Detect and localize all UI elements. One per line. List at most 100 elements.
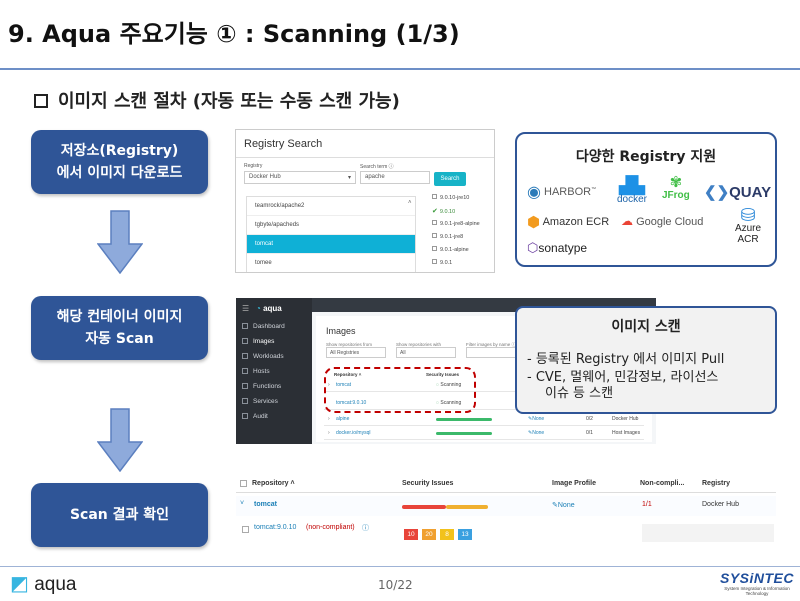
nav-workloads[interactable]: Workloads [242,353,284,360]
profile-text: None [532,430,545,436]
table-row[interactable]: tomcat:9.0.10 ◌ Scanning [324,396,644,410]
row-count: 0/2 [586,416,593,422]
profile-link[interactable]: ✎None [528,430,544,436]
logo-text: Azure ACR [734,223,762,245]
callout-line: - CVE, 멀웨어, 민감정보, 라이선스 [527,370,719,385]
nav-label: Services [253,398,278,405]
search-input[interactable]: apache [360,171,430,184]
nav-images[interactable]: Images [242,338,274,345]
whale-icon: ▟▙ [618,176,646,195]
tag-option[interactable]: 9.0.1-jre8 [432,231,480,244]
table-row[interactable]: › tomcat ◌ Scanning [324,378,644,392]
profile-text: None [532,416,545,422]
tag-label: 9.0.1-alpine [440,247,469,253]
callout-line: - 등록된 Registry 에서 이미지 Pull [527,352,725,367]
services-icon [242,398,248,404]
table-row[interactable]: › docker.io/mysql ✎None 0/1 Host Images [324,426,644,440]
medium-bar [446,505,488,509]
quay-icon: ❮❯ [704,184,730,201]
list-item[interactable]: tomcat [247,235,415,254]
subtitle-text: 이미지 스캔 절차 (자동 또는 수동 스캔 가능) [58,91,400,112]
hosts-icon [242,368,248,374]
security-bar [436,432,492,435]
step-download: 저장소(Registry) 에서 이미지 다운로드 [31,130,208,194]
nav-audit[interactable]: Audit [242,413,268,420]
page-title: Images [326,326,356,336]
audit-icon [242,413,248,419]
step-scan-line1: 해당 컨테이너 이미지 [56,309,183,325]
step-auto-scan: 해당 컨테이너 이미지 자동 Scan [31,296,208,360]
tag-option[interactable]: 9.0.1-jre8-alpine [432,218,480,231]
nav-label: Images [253,338,275,345]
profile-link[interactable]: ✎None [552,501,575,509]
column-header: Image Profile [552,480,596,487]
medium-badge: 8 [440,529,454,540]
console-brand: ◔ aqua [256,304,282,313]
row-checkbox[interactable] [242,526,249,533]
registry-support-title: 다양한 Registry 지원 [575,149,717,165]
filter-label: Filter images by name ⓘ [466,342,517,347]
list-item[interactable]: teamrock/apache2 [247,197,415,216]
brand-text: aqua [263,304,282,313]
azure-acr-logo: ⛁Azure ACR [731,205,765,245]
footer-divider [0,566,800,567]
registry-select[interactable]: Docker Hub▾ [244,171,356,184]
status-text: Scanning [440,382,462,388]
menu-icon[interactable]: ☰ [242,304,250,313]
scan-result-table: Repository ˄ Security Issues Image Profi… [236,474,784,546]
image-tag[interactable]: tomcat:9.0.10 [254,524,297,531]
checkbox-icon [432,259,437,264]
page-number: 10/22 [378,578,413,592]
registry-search-title: Registry Search [244,138,323,150]
logo-text: HARBOR [544,186,592,198]
edit-icon: ✎ [528,416,533,422]
tag-label: 9.0.10 [439,209,456,215]
jfrog-logo: ✾JFrog [662,175,690,201]
chevron-right-icon: › [328,430,330,436]
tag-option[interactable]: ✔9.0.10 [432,205,480,218]
logo-text: JFrog [662,190,690,201]
tag-option[interactable]: 9.0.1 [432,257,480,270]
registry-label: Registry [244,163,263,169]
nav-functions[interactable]: Functions [242,383,281,390]
select-all-checkbox[interactable] [240,480,247,487]
azure-icon: ⛁ [740,205,756,225]
table-row[interactable]: ˅ tomcat ✎None 1/1 Docker Hub [236,496,776,516]
nav-hosts[interactable]: Hosts [242,368,270,375]
profile-link[interactable]: ✎None [528,416,544,422]
column-header: Security Issues [402,480,454,487]
nav-services[interactable]: Services [242,398,278,405]
nav-dashboard[interactable]: Dashboard [242,323,285,330]
down-arrow-icon [97,408,143,472]
list-item[interactable]: tgbyte/apacheds [247,216,415,235]
tag-option[interactable]: 9.0.10-jre10 [432,192,480,205]
square-bullet-icon [34,94,48,108]
docker-logo: ▟▙docker [617,176,647,205]
high-badge: 20 [422,529,436,540]
registry-filter-select[interactable]: All Registries [326,347,386,358]
checkbox-icon [432,194,437,199]
edit-icon: ✎ [552,502,558,509]
nav-label: Functions [253,383,282,390]
repo-name[interactable]: tomcat [254,501,277,508]
table-row[interactable]: › alpine ✎None 0/2 Docker Hub [324,412,644,426]
security-bar [436,418,492,421]
panel-divider [236,157,494,158]
filter-label: Show repositories with [396,342,442,347]
critical-badge: 10 [404,529,418,540]
harbor-logo: ◉ HARBOR™ [527,184,597,201]
chevron-up-icon[interactable]: ˄ [408,200,412,206]
search-button[interactable]: Search [434,172,466,186]
tag-option[interactable]: 9.0.1-alpine [432,244,480,257]
column-header[interactable]: Repository ˄ [334,372,362,377]
repository-filter-select[interactable]: All [396,347,456,358]
column-header: Security Issues [426,372,460,377]
check-icon: ✔ [432,208,438,215]
noncompliance-cell [642,524,774,542]
logo-text: Amazon ECR [542,216,610,228]
checkbox-icon [432,233,437,238]
list-item[interactable]: tomee [247,254,415,272]
tag-label: 9.0.1-jre8 [440,234,464,240]
column-header[interactable]: Repository ˄ [252,480,295,487]
info-icon[interactable]: ⓘ [362,525,369,532]
